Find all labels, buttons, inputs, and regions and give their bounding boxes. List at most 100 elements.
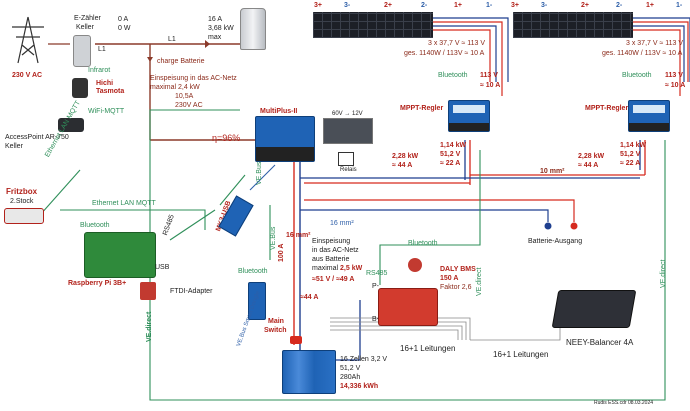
mppt-right-current: ≈ 10 A bbox=[665, 82, 686, 89]
bms-name: DALY BMS bbox=[440, 266, 476, 273]
relay-label: Relais bbox=[340, 167, 357, 173]
cable-10mm: 10 mm² bbox=[540, 168, 565, 175]
daly-bms-icon bbox=[378, 288, 438, 326]
fritzbox-floor: 2.Stock bbox=[10, 198, 34, 205]
feed-in-ac-l4: 230V AC bbox=[175, 102, 203, 109]
mppt-right-out-current: ≈ 22 A bbox=[620, 160, 641, 167]
fritzbox-router-icon bbox=[4, 208, 44, 224]
pv-string-terminal: 3+ bbox=[314, 2, 322, 9]
mppt-left-out-voltage: 51,2 V bbox=[440, 151, 461, 158]
converter-label: 60V → 12V bbox=[332, 111, 363, 117]
battery-capacity: 280Ah bbox=[340, 374, 361, 381]
vebus-bt: Bluetooth bbox=[238, 268, 268, 275]
tasmota-reader-icon bbox=[72, 78, 88, 98]
meter-location: Keller bbox=[76, 24, 94, 31]
array-left-l1: 3 x 37,7 V ≈ 113 V bbox=[428, 40, 486, 47]
energy-meter-icon bbox=[73, 35, 91, 67]
fritzbox-name: Fritzbox bbox=[6, 187, 38, 196]
mppt-left-power: 1,14 kW bbox=[440, 142, 467, 149]
pi-name: Raspberry Pi 3B+ bbox=[68, 280, 127, 287]
pv-string-terminal: 2+ bbox=[384, 2, 392, 9]
multiplus-inverter-icon bbox=[255, 116, 315, 162]
feed-in-batt-l4: maximal 2,5 kW bbox=[312, 265, 363, 272]
charge-label: charge Batterie bbox=[157, 58, 205, 65]
pv-string-terminal: 2+ bbox=[581, 2, 589, 9]
pv-array-right bbox=[513, 12, 633, 38]
mppt-left-bt: Bluetooth bbox=[438, 72, 468, 79]
access-point-name: AccessPoint AR-750 bbox=[5, 134, 69, 141]
balancer-leads: 16+1 Leitungen bbox=[493, 350, 549, 359]
tasmota-link: WiFi-MQTT bbox=[88, 108, 125, 115]
pv-string-terminal: 1- bbox=[676, 2, 683, 9]
neey-balancer-icon bbox=[551, 290, 637, 328]
fritzbox-pi-link: Ethernet LAN MQTT bbox=[92, 200, 156, 207]
footer-date: 08.03.2024 bbox=[628, 400, 654, 406]
mppt-right-voltage: 113 V bbox=[665, 72, 683, 79]
meter-infrared: Infrarot bbox=[88, 67, 111, 74]
battery-voltage: 51,2 V bbox=[340, 365, 361, 372]
pv-string-terminal: 2- bbox=[421, 2, 428, 9]
mppt-left-sum-current: ≈ 44 A bbox=[392, 162, 413, 169]
meter-title: E-Zähler bbox=[74, 15, 101, 22]
dc-converter-icon bbox=[323, 118, 373, 144]
mppt-right-sum-power: 2,28 kW bbox=[578, 153, 605, 160]
main-switch-icon[interactable] bbox=[290, 336, 302, 344]
mppt-left-voltage: 113 V bbox=[480, 72, 498, 79]
arrow-charge bbox=[147, 57, 153, 62]
balancer-name: NEEY-Balancer 4A bbox=[566, 338, 634, 347]
pv-array-left bbox=[313, 12, 433, 38]
access-point-location: Keller bbox=[5, 143, 23, 150]
grid-tower-icon bbox=[8, 15, 48, 65]
lifepo4-battery-icon bbox=[282, 350, 336, 394]
pv-string-terminal: 1+ bbox=[454, 2, 462, 9]
grid-power: 0 W bbox=[118, 25, 131, 32]
feed-in-batt-l1: Einspeisung bbox=[312, 238, 351, 245]
bms-bluetooth: Bluetooth bbox=[408, 240, 438, 247]
feed-in-batt-l2: in das AC-Netz bbox=[312, 247, 359, 254]
vebus-b: VE.Bus bbox=[270, 226, 277, 250]
mppt-right-sum-current: ≈ 44 A bbox=[578, 162, 599, 169]
mppt-right-out-voltage: 51,2 V bbox=[620, 151, 641, 158]
feed-in-ac-l3: 10,5A bbox=[175, 93, 194, 100]
tasmota-name2: Tasmota bbox=[96, 88, 125, 95]
kettle-current: 16 A bbox=[208, 16, 223, 23]
array-right-l2: ges. 1140W / 113V ≈ 10 A bbox=[602, 50, 683, 57]
mppt-left-controller-icon bbox=[448, 100, 490, 132]
data-lines bbox=[39, 109, 666, 401]
feed-in-batt-l3: aus Batterie bbox=[312, 256, 350, 263]
main-switch-l1: Main bbox=[268, 318, 284, 325]
battery-energy: 14,336 kWh bbox=[340, 383, 379, 390]
mppt-left-sum-power: 2,28 kW bbox=[392, 153, 419, 160]
cable-16mm-red: 16 mm² bbox=[286, 232, 311, 239]
cable-16mm-blue: 16 mm² bbox=[330, 220, 354, 227]
pi-usb: USB bbox=[155, 264, 170, 271]
bms-factor: Faktor 2,6 bbox=[440, 284, 472, 291]
bms-leads: 16+1 Leitungen bbox=[400, 344, 456, 353]
vedirect-right: VE.direct bbox=[660, 259, 667, 288]
bms-rs485: RS485 bbox=[366, 270, 388, 277]
vebus-a: VE.Bus bbox=[256, 161, 263, 185]
battery-cells: 16 Zellen 3,2 V bbox=[340, 356, 388, 363]
pv-string-terminal: 3- bbox=[541, 2, 548, 9]
multiplus-name: MultiPlus-II bbox=[260, 108, 298, 115]
mppt-left-current: ≈ 10 A bbox=[480, 82, 501, 89]
arrow-l1 bbox=[205, 40, 210, 48]
raspberry-pi-icon bbox=[84, 232, 156, 278]
feed-in-batt-l5: ≈51 V / ≈49 A bbox=[312, 276, 355, 283]
mppt-left-name: MPPT-Regler bbox=[400, 105, 444, 112]
pv-string-terminal: 3- bbox=[344, 2, 351, 9]
kettle-limit: max bbox=[208, 34, 222, 41]
vedirect-mid: VE.direct bbox=[476, 267, 483, 296]
kettle-icon bbox=[240, 8, 266, 50]
ftdi-adapter-icon bbox=[140, 282, 156, 300]
grid-voltage: 230 V AC bbox=[12, 72, 43, 79]
vedirect-left: VE.direct bbox=[146, 311, 153, 342]
multiplus-efficiency: η=96% bbox=[212, 133, 241, 143]
array-right-l1: 3 x 37,7 V ≈ 113 V bbox=[626, 40, 684, 47]
tasmota-name: Hichi bbox=[96, 80, 114, 87]
mppt-right-bt: Bluetooth bbox=[622, 72, 652, 79]
mppt-right-controller-icon bbox=[628, 100, 670, 132]
feed-in-batt-current: ≈44 A bbox=[300, 294, 319, 301]
access-point-icon bbox=[58, 118, 84, 132]
